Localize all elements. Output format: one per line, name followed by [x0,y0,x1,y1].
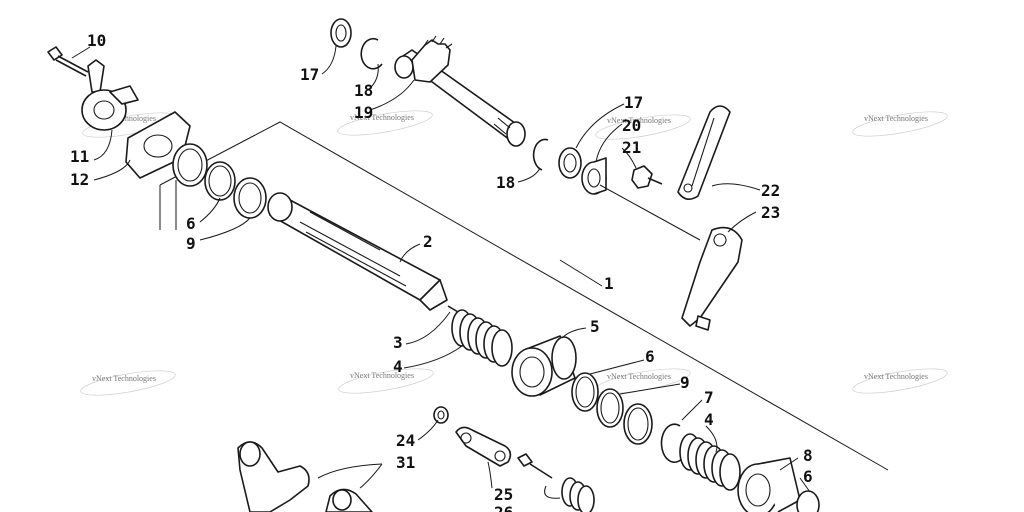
callout-7: 7 [704,388,714,407]
svg-text:vNext Technologies: vNext Technologies [607,372,671,381]
callout-6-upper: 6 [186,214,196,233]
callout-17-upper: 17 [300,65,319,84]
callout-1: 1 [604,274,614,293]
watermark-3: vNext Technologies [595,114,691,140]
shift-fork-31-right [325,488,373,512]
ring-mid-3 [623,403,653,445]
watermark-2: vNext Technologies [337,110,433,136]
assembly-bracket-outline [159,121,889,471]
callout-9-upper: 9 [186,234,196,253]
ring-6-lower [796,490,820,512]
spring-4-lower [679,433,741,491]
leader-lines [71,45,811,493]
pin-3 [447,305,459,313]
shift-fork-31-left [237,441,310,512]
callout-24: 24 [396,431,415,450]
callout-18-upper: 18 [354,81,373,100]
svg-text:vNext Technologies: vNext Technologies [92,374,156,383]
bolt-10 [47,46,89,77]
callout-6-lower: 6 [803,467,813,486]
callout-4-lower: 4 [704,410,714,429]
snap-ring-18-upper [360,37,383,70]
spring-4-upper [451,309,513,367]
callout-23: 23 [761,203,780,222]
cam-5 [511,335,577,397]
callout-20: 20 [622,116,641,135]
washer-17-upper [330,18,352,48]
shift-lever-22 [677,105,731,200]
svg-text:vNext Technologies: vNext Technologies [350,113,414,122]
kick-shaft-19 [394,35,526,147]
washer-17-right [558,147,582,179]
collar-8 [737,457,801,512]
callout-22: 22 [761,181,780,200]
bushing-20 [581,157,607,195]
callout-2: 2 [423,232,433,251]
shift-bracket-11 [81,59,139,131]
svg-text:vNext Technologies: vNext Technologies [864,114,928,123]
svg-text:vNext Technologies: vNext Technologies [864,372,928,381]
callout-5: 5 [590,317,600,336]
shift-drum-2 [267,192,448,311]
watermark-8: vNext Technologies [852,368,948,394]
svg-text:vNext Technologies: vNext Technologies [350,371,414,380]
callout-8: 8 [803,446,813,465]
callout-19: 19 [354,103,373,122]
callout-21: 21 [622,138,641,157]
watermark-5: vNext Technologies [80,370,176,396]
callout-11: 11 [70,147,89,166]
callout-26: 26 [494,503,513,512]
watermark-6: vNext Technologies [338,368,434,394]
snap-ring-6-upper [204,161,236,201]
plate-25 [455,426,512,467]
callout-3: 3 [393,333,403,352]
callout-17-right: 17 [624,93,643,112]
watermark-4: vNext Technologies [852,111,948,137]
callout-6-middle: 6 [645,347,655,366]
callout-10: 10 [87,31,106,50]
washer-24 [433,406,449,424]
callout-9-middle: 9 [680,373,690,392]
callout-18-lower: 18 [496,173,515,192]
bolt-21 [631,165,663,189]
svg-text:vNext Technologies: vNext Technologies [607,116,671,125]
shift-arm-23 [681,226,743,331]
snap-ring-18-lower [532,138,549,171]
stud-26 [517,453,553,479]
callout-25: 25 [494,485,513,504]
callout-31: 31 [396,453,415,472]
spring-26 [544,477,595,512]
callout-12: 12 [70,170,89,189]
callout-4-upper: 4 [393,357,403,376]
